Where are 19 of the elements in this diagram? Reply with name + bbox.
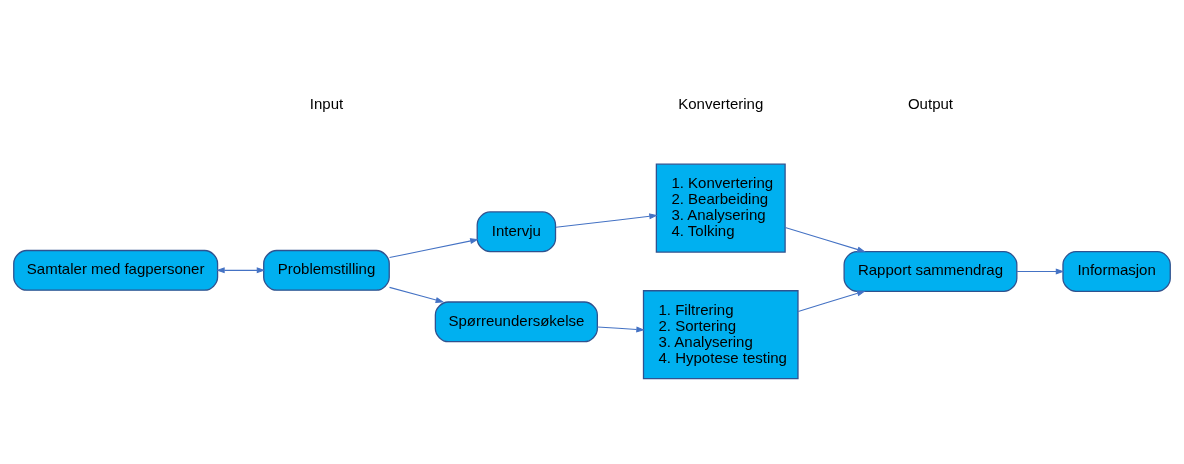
node-box: Samtaler med fagpersoner — [13, 249, 219, 291]
node-box: 1. Konvertering 2. Bearbeiding 3. Analysering 4. Tolking — [655, 163, 786, 253]
label: Konvertering — [678, 95, 764, 113]
arrow — [389, 286, 445, 303]
arrow — [555, 213, 658, 228]
node-box: Intervju — [476, 211, 557, 253]
node-box: Spørreundersøkelse — [434, 301, 598, 343]
node-box: Informasjon — [1062, 250, 1171, 292]
node-box: 1. Filtrering 2. Sortering 3. Analysering 4. Hypotese testing — [642, 290, 799, 380]
arrow — [1016, 268, 1065, 275]
arrow — [797, 290, 866, 312]
label: Output — [907, 95, 953, 113]
label: Input — [309, 95, 344, 113]
arrow — [596, 326, 645, 333]
arrow — [784, 226, 866, 253]
node-box: Rapport sammendrag — [843, 250, 1018, 292]
node-box: Problemstilling — [263, 249, 390, 291]
arrow — [389, 238, 479, 259]
arrow — [216, 267, 266, 274]
